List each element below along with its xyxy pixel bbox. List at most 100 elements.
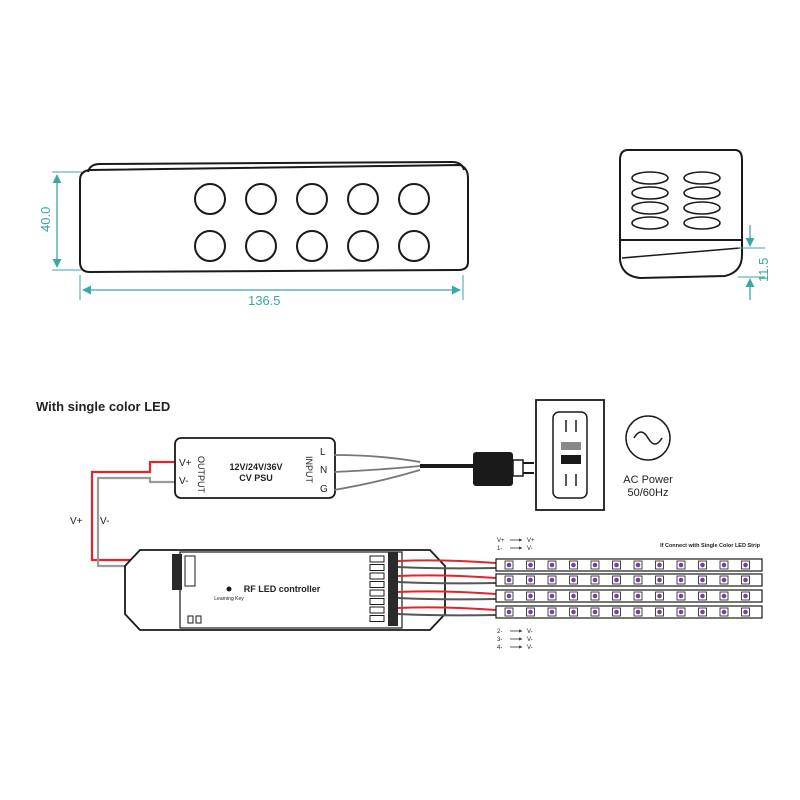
width-value: 136.5 [248,293,281,308]
output-terminal [369,598,385,605]
black-wire [397,597,497,601]
output-terminal [369,589,385,597]
led-dot [506,562,512,568]
side-button [631,186,669,200]
mapping-to: V- [527,629,533,635]
mapping-top: V+V+1-V- [497,538,535,552]
led-dot [678,609,684,615]
remote-button [398,183,430,215]
side-button [631,201,669,215]
psu-in-g: G [320,484,328,495]
led-dot [506,577,512,583]
led-dot [528,609,533,615]
output-terminal [369,564,385,571]
led-dot [528,577,533,583]
psu-in-l: L [320,447,326,458]
remote-side-view [619,149,743,280]
output-terminal [369,555,385,563]
side-button [631,171,669,185]
strip-note: If Connect with Single Color LED Strip [660,543,761,549]
thickness-value: 11.5 [756,258,771,282]
led-dot [592,609,598,615]
led-dot [592,562,598,568]
led-dot [635,609,641,615]
remote-button [245,183,277,215]
led-dot [657,562,662,568]
side-view-buttons [631,171,721,230]
led-strip [495,573,763,587]
led-dot [614,562,619,568]
led-dot [571,609,576,615]
led-dot [635,562,641,568]
mapping-to: V- [527,637,533,643]
remote-button [296,183,328,215]
led-dot [743,609,748,615]
led-dot [571,562,576,568]
remote-button [347,183,379,215]
led-dot [721,562,727,568]
led-dot [528,562,533,568]
learning-key-button [226,586,232,592]
led-dot [700,593,705,599]
led-dot [528,593,533,599]
mapping-bottom: 2-V-3-V-4-V- [497,629,533,651]
red-wire [397,574,497,579]
psu-name-line1: 12V/24V/36V [229,462,282,472]
psu-output-label: OUTPUT [196,456,206,494]
side-button [631,216,669,230]
led-dot [721,593,727,599]
output-terminal [369,606,385,614]
feed-minus-label: V- [100,516,109,527]
led-dot [657,577,662,583]
cv-psu: V+ V- OUTPUT 12V/24V/36V CV PSU INPUT L … [174,437,336,499]
rf-led-controller: RF LED controller Learning Key [124,549,446,631]
led-dot [549,593,555,599]
led-dot [635,593,641,599]
height-value: 40.0 [38,207,53,232]
led-dot [549,562,555,568]
led-dot [571,577,576,583]
mapping-from: 2- [497,629,502,635]
ac-power-line2: 50/60Hz [628,487,669,499]
black-wire [397,566,497,570]
led-strip [495,558,763,572]
controller-terminals [369,555,385,622]
side-button [683,216,721,230]
led-dot [549,609,555,615]
red-wire [397,590,497,595]
output-terminal [369,581,385,588]
led-dot [657,593,662,599]
remote-buttons [194,183,430,262]
psu-name-line2: CV PSU [239,473,273,483]
mains-cable [333,452,534,491]
output-terminal [369,615,385,622]
led-dot [614,609,619,615]
mapping-from: 4- [497,645,502,651]
mapping-to: V+ [527,538,535,544]
led-dot [506,609,512,615]
psu-in-n: N [320,465,327,476]
led-dot [700,609,705,615]
red-wire [397,559,497,564]
led-dot [614,593,619,599]
remote-front-view [79,160,469,274]
led-dot [721,577,727,583]
output-wires [397,559,497,617]
ac-power-icon [625,415,671,461]
led-dot [571,593,576,599]
remote-button [194,183,226,215]
led-dot [592,577,598,583]
plug-icon [473,452,513,486]
feed-plus-label: V+ [70,516,83,527]
psu-out-plus: V+ [179,458,192,469]
mapping-from: 3- [497,637,502,643]
remote-button [296,230,328,262]
psu-input-label: INPUT [304,456,314,484]
red-wire [397,606,497,611]
led-dot [657,609,662,615]
thickness-dimension: 11.5 [738,225,771,300]
remote-button [194,230,226,262]
learning-key-label: Learning Key [214,596,244,602]
remote-button [347,230,379,262]
